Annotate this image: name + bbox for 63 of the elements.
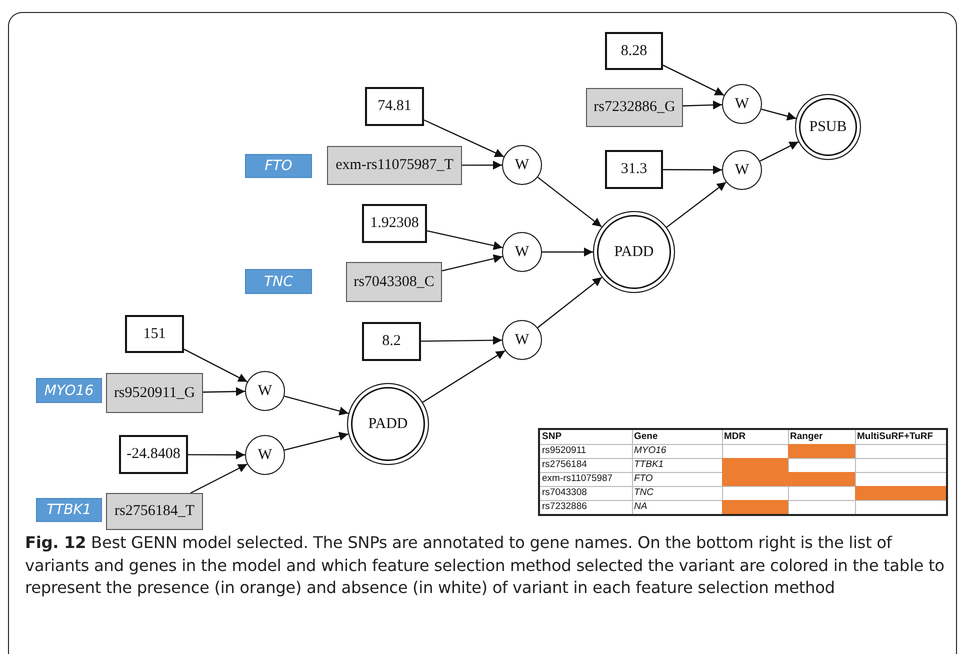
column-header: Ranger <box>789 430 824 444</box>
weight-node: W <box>502 232 542 272</box>
snp-box: exm-rs11075987_T <box>327 146 462 185</box>
arrow <box>662 64 724 96</box>
weight-box: 74.81 <box>365 87 424 126</box>
arrow <box>682 100 722 110</box>
column-header: MultiSuRF+TuRF <box>856 430 934 444</box>
operator-node: PADD <box>593 211 675 293</box>
table-cell-text: exm-rs11075987 <box>541 472 614 486</box>
arrow <box>422 350 506 403</box>
table-cell-text: rs7232886 <box>541 500 588 514</box>
table-cell-text: rs7043308 <box>541 486 588 500</box>
gene-label: MYO16 <box>36 378 102 403</box>
snp-box: rs7232886_G <box>586 88 683 127</box>
figure-caption: Fig. 12 Best GENN model selected. The SNPs are annotated to gene names. On the bottom right is the list of variants and genes in the model and which feature selection method selected the variant are colored in the table to represent the presence (in orange) and absence (in white) of variant in each feature selection method <box>25 532 946 599</box>
table-cell-text: rs2756184 <box>541 458 588 472</box>
arrow <box>537 276 602 328</box>
column-header: MDR <box>723 430 747 444</box>
table-cell-text: FTO <box>633 472 654 486</box>
arrow <box>184 348 248 382</box>
arrow <box>284 396 349 416</box>
weight-box: 31.3 <box>605 150 663 189</box>
operator-node: PADD <box>347 383 429 465</box>
arrow <box>284 432 348 451</box>
snp-box: rs9520911_G <box>106 373 203 413</box>
arrow <box>760 141 799 162</box>
arrow <box>761 108 796 121</box>
arrow <box>188 450 245 460</box>
column-header: Gene <box>633 430 659 444</box>
arrow <box>542 248 593 256</box>
arrow <box>666 182 726 228</box>
weight-box: 151 <box>125 315 184 353</box>
operator-node: PSUB <box>795 94 861 160</box>
weight-node: W <box>502 145 542 185</box>
gene-label: TTBK1 <box>36 498 102 522</box>
weight-node: W <box>245 435 285 475</box>
column-header: SNP <box>541 430 563 444</box>
table-cell-text: TTBK1 <box>633 458 665 472</box>
weight-box: -24.8408 <box>119 435 188 474</box>
table-cell-text: NA <box>633 500 648 514</box>
weight-box: 8.2 <box>362 322 421 361</box>
arrow <box>202 387 246 396</box>
arrow <box>462 160 502 170</box>
gene-label: FTO <box>245 154 312 178</box>
table-cell-text: TNC <box>633 486 655 500</box>
arrow <box>421 336 502 345</box>
weight-node: W <box>722 150 762 190</box>
arrow <box>190 464 248 494</box>
arrow <box>663 165 722 174</box>
arrow <box>442 254 503 272</box>
weight-box: 1.92308 <box>362 204 427 243</box>
table-cell-text: rs9520911 <box>541 444 588 458</box>
weight-node: W <box>722 84 762 124</box>
weight-box: 8.28 <box>605 32 663 70</box>
weight-node: W <box>502 320 542 360</box>
table-cell-text: MYO16 <box>633 444 668 458</box>
arrow <box>426 230 503 250</box>
snp-box: rs7043308_C <box>346 262 442 302</box>
arrow <box>537 176 602 228</box>
gene-label: TNC <box>245 269 312 294</box>
arrow <box>424 119 504 158</box>
weight-node: W <box>245 371 285 411</box>
snp-box: rs2756184_T <box>106 493 203 530</box>
